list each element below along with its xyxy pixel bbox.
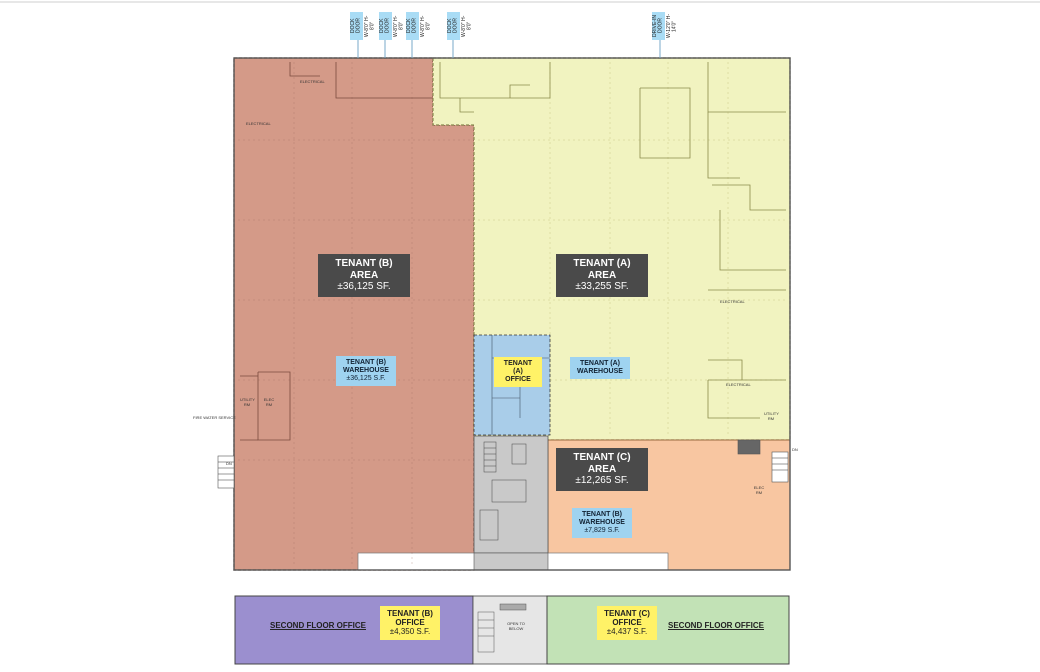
dock-door-3-size: W-8'0" H-8'0" [420,15,432,37]
electrical-note-2: ELECTRICAL [246,121,271,126]
dock-door-2-size: W-8'0" H-8'0" [393,15,405,37]
tenant-a-office-label: TENANT (A) OFFICE [494,357,542,388]
tenant-b-area-label: TENANT (B) AREA ±36,125 SF. [318,254,410,297]
second-floor-office-left-label: SECOND FLOOR OFFICE [270,621,366,630]
fire-water-service-note: FIRE WATER SERVICE [193,415,236,420]
tenant-c-title: TENANT (C) [573,452,631,463]
tenant-b-office-label: TENANT (B) OFFICE ±4,350 S.F. [380,606,440,640]
dock-door-4-size: W-8'0" H-8'0" [461,15,473,37]
tenant-a-title: TENANT (A) [573,258,631,269]
door-label: DOCK DOOR [350,18,362,34]
electrical-note-4: ELECTRICAL [726,382,751,387]
tenant-c-area-label: TENANT (C) AREA ±12,265 SF. [556,448,648,491]
left-margin [0,0,193,672]
dock-door-1-size: W-8'0" H-8'0" [364,15,376,37]
tenant-b-sub: AREA [349,269,379,281]
dock-door-1: DOCK DOOR [350,12,363,40]
drive-in-door-size: W-12'0" H-14'0" [666,13,678,39]
dock-door-3: DOCK DOOR [406,12,419,40]
down-note-2: DN [792,447,798,452]
tenant-a-area-label: TENANT (A) AREA ±33,255 SF. [556,254,648,297]
second-floor-c [546,595,790,665]
tenant-b-area [233,57,475,571]
tenant-a-sub: AREA [587,269,617,281]
dock-door-2: DOCK DOOR [379,12,392,40]
drive-in-door: DRIVE-IN DOOR [652,12,665,40]
tenant-a-sf: ±33,255 SF. [575,281,629,292]
utility-room-note-2: UTILITY RM [764,411,779,421]
down-note: DN [226,461,232,466]
tenant-a-warehouse-label: TENANT (A) WAREHOUSE [570,357,630,380]
tenant-c-office-label: TENANT (C) OFFICE ±4,437 S.F. [597,606,657,640]
tenant-b-sf: ±36,125 SF. [337,281,391,292]
utility-room-note: UTILITY RM [240,397,255,407]
open-to-below-note: OPEN TO BELOW [507,621,525,631]
tenant-c-sub: AREA [587,463,617,475]
tenant-c-warehouse-label: TENANT (B) WAREHOUSE ±7,829 S.F. [572,508,632,539]
dock-door-4: DOCK DOOR [447,12,460,40]
right-margin [816,0,1040,672]
tenant-b-warehouse-label: TENANT (B) WAREHOUSE ±36,125 S.F. [336,356,396,387]
elec-room-note: ELEC RM [263,397,275,407]
second-floor-office-right-label: SECOND FLOOR OFFICE [668,621,764,630]
electrical-note-1: ELECTRICAL [300,79,325,84]
elec-room-note-2: ELEC RM [753,485,765,495]
tenant-c-sf: ±12,265 SF. [575,475,629,486]
electrical-note-3: ELECTRICAL [720,299,745,304]
tenant-b-title: TENANT (B) [335,258,393,269]
core-area [473,435,549,554]
